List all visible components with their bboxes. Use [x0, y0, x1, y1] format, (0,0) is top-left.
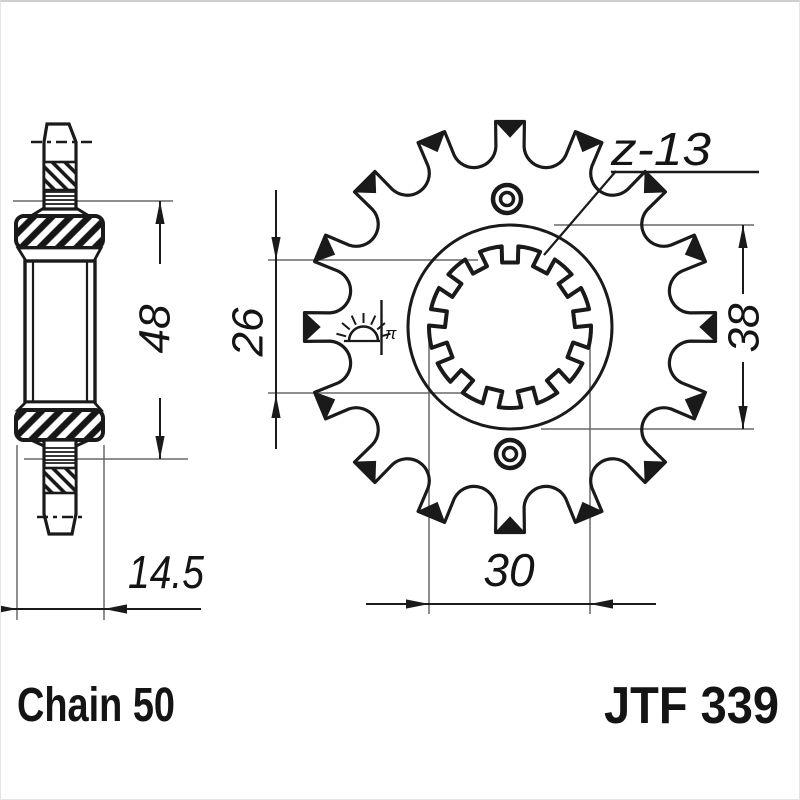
- dimension-lines: [1, 170, 759, 614]
- dim-145-label: 14.5: [128, 546, 204, 598]
- dimension-arrowhead: [406, 599, 429, 609]
- dimension-arrowhead: [155, 201, 165, 224]
- top-transition: [15, 246, 104, 263]
- hardening-symbol: [336, 300, 391, 355]
- hub-barrel: [23, 259, 97, 404]
- bottom-shaft-section-hatch: [42, 466, 78, 495]
- part-number-label: JTF 339: [604, 677, 779, 735]
- sprocket-ring-bottom-section: [14, 408, 105, 442]
- dim-38-label: 38: [719, 303, 768, 352]
- dimension-arrowhead: [155, 436, 165, 459]
- dimension-arrowhead: [271, 395, 281, 418]
- chain-size-label: Chain 50: [17, 679, 175, 732]
- sun-ray: [370, 315, 377, 326]
- sprocket-ring-top-section: [14, 214, 105, 250]
- top-pin-hole-outer: [490, 182, 524, 216]
- spline-bore-outline: [426, 244, 594, 410]
- spline-bore: [426, 244, 594, 410]
- dim-48-label: 48: [130, 304, 179, 353]
- top-shaft-spline-lines: [44, 191, 76, 205]
- dim-30-label: 30: [483, 544, 535, 596]
- dim-26-label: 26: [223, 307, 272, 357]
- bottom-shaft-spline-lines: [44, 447, 76, 464]
- dimension-arrowhead: [1, 605, 17, 613]
- extension-lines: [13, 200, 754, 620]
- sun-ray: [336, 332, 347, 338]
- teeth-leader-line: [543, 170, 617, 256]
- dimension-arrowhead: [271, 237, 281, 260]
- dimension-arrowhead: [738, 406, 748, 429]
- side-view: [14, 122, 105, 536]
- front-view: [302, 119, 718, 535]
- top-pin-hole-inner: [498, 190, 516, 208]
- dimension-arrowhead: [738, 225, 748, 248]
- hub-circle: [406, 223, 614, 431]
- tooth-tip-chamfers: [304, 121, 716, 533]
- dimension-arrowhead: [590, 599, 613, 609]
- dimension-arrowheads: [1, 201, 748, 614]
- labels: 48 26 38 30 14.5 z-13 π Chain 50 JTF 339: [17, 123, 779, 735]
- sun-ray: [341, 322, 351, 331]
- top-shaft-section-hatch: [42, 160, 78, 192]
- sun-ray: [350, 315, 357, 326]
- bottom-pin-hole-outer: [493, 437, 527, 471]
- dimension-arrowhead: [104, 604, 127, 614]
- bottom-pin-hole-inner: [501, 445, 519, 463]
- hardening-symbol-pi: π: [385, 324, 397, 343]
- teeth-count-label: z-13: [610, 123, 712, 175]
